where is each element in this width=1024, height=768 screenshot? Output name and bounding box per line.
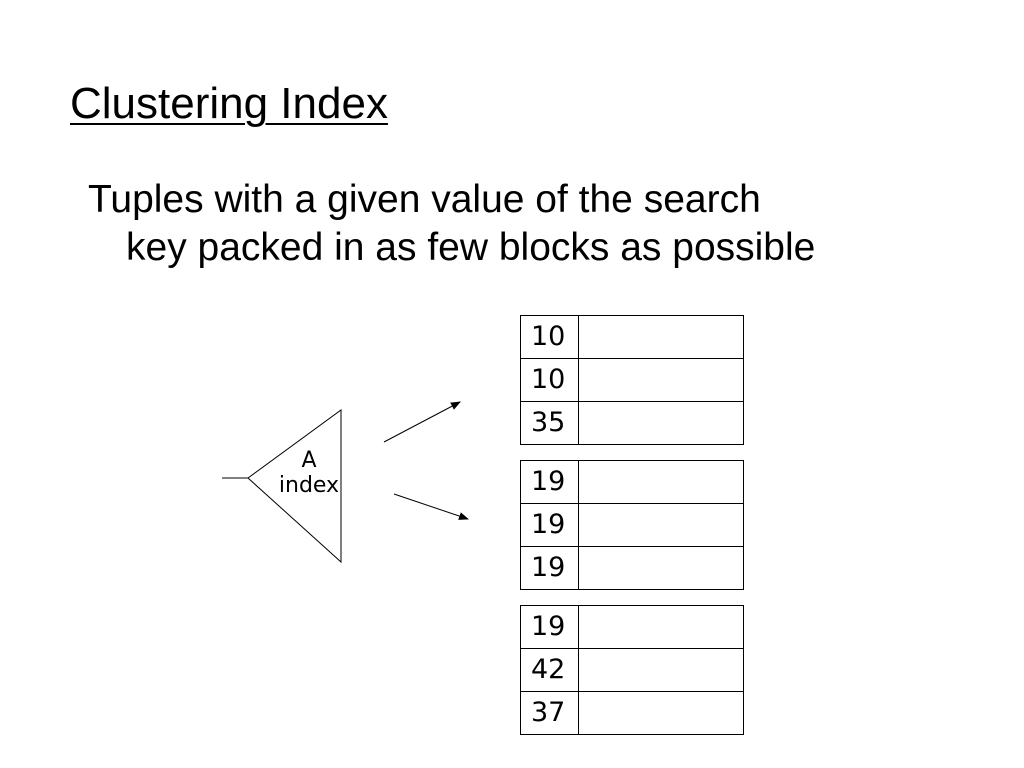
block-row: 19 — [521, 461, 743, 504]
block-row: 19 — [521, 504, 743, 547]
arrow-to-block-2 — [393, 493, 469, 520]
index-label-index: index — [278, 473, 340, 498]
search-key-value: 19 — [521, 504, 579, 546]
search-key-value: 37 — [521, 692, 579, 734]
search-key-value: 19 — [521, 461, 579, 503]
data-block-3: 19 42 37 — [520, 605, 744, 735]
block-row: 19 — [521, 606, 743, 649]
block-row: 10 — [521, 316, 743, 359]
tuple-cell — [579, 606, 743, 648]
tuple-cell — [579, 504, 743, 546]
index-label-a: A — [301, 448, 317, 473]
block-row: 19 — [521, 547, 743, 589]
tuple-cell — [579, 402, 743, 444]
search-key-value: 19 — [521, 547, 579, 589]
slide-title: Clustering Index — [70, 79, 388, 128]
search-key-value: 19 — [521, 606, 579, 648]
block-row: 37 — [521, 692, 743, 734]
tuple-cell — [579, 692, 743, 734]
tuple-cell — [579, 649, 743, 691]
search-key-value: 10 — [521, 316, 579, 358]
bullet-line-1: Tuples with a given value of the search — [88, 178, 761, 221]
tuple-cell — [579, 316, 743, 358]
index-label: A index — [269, 448, 349, 498]
block-row: 35 — [521, 402, 743, 444]
data-block-1: 10 10 35 — [520, 315, 744, 445]
tuple-cell — [579, 359, 743, 401]
search-key-value: 35 — [521, 402, 579, 444]
search-key-value: 42 — [521, 649, 579, 691]
search-key-value: 10 — [521, 359, 579, 401]
block-row: 42 — [521, 649, 743, 692]
data-block-2: 19 19 19 — [520, 460, 744, 590]
tuple-cell — [579, 461, 743, 503]
block-row: 10 — [521, 359, 743, 402]
bullet-line-2: key packed in as few blocks as possible — [126, 226, 816, 269]
arrow-to-block-1 — [383, 401, 461, 443]
tuple-cell — [579, 547, 743, 589]
bullet-text: Tuples with a given value of the search … — [88, 176, 968, 272]
